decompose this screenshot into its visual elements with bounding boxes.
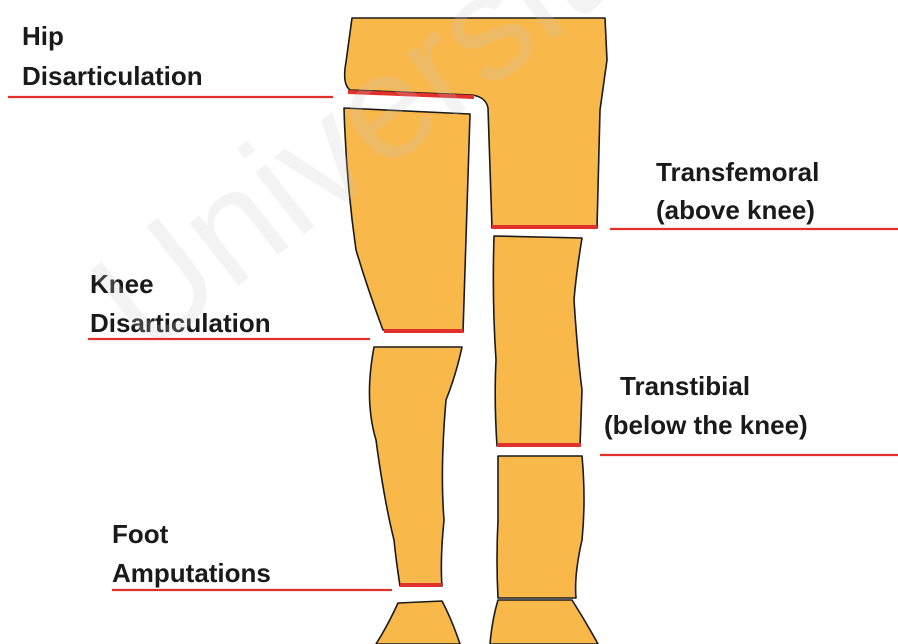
hip-label-line1: Hip [22, 21, 64, 51]
left-knee-segment [493, 236, 582, 446]
left-lower-leg-segment [497, 456, 584, 598]
hip-label-line2: Disarticulation [22, 61, 203, 91]
foot-label-line1: Foot [112, 519, 169, 549]
right-lower-leg-segment [369, 347, 462, 586]
foot-label-line2: Amputations [112, 558, 271, 588]
right-foot-segment [376, 601, 460, 644]
transfemoral-label-line2: (above knee) [656, 195, 815, 225]
transtibial-label-line1: Transtibial [620, 371, 750, 401]
right-thigh-segment [344, 108, 470, 332]
knee-label-line2: Disarticulation [90, 308, 271, 338]
knee-label-line1: Knee [90, 269, 154, 299]
transfemoral-label-line1: Transfemoral [656, 157, 819, 187]
left-foot-segment [490, 600, 598, 644]
transtibial-label-line2: (below the knee) [604, 410, 808, 440]
